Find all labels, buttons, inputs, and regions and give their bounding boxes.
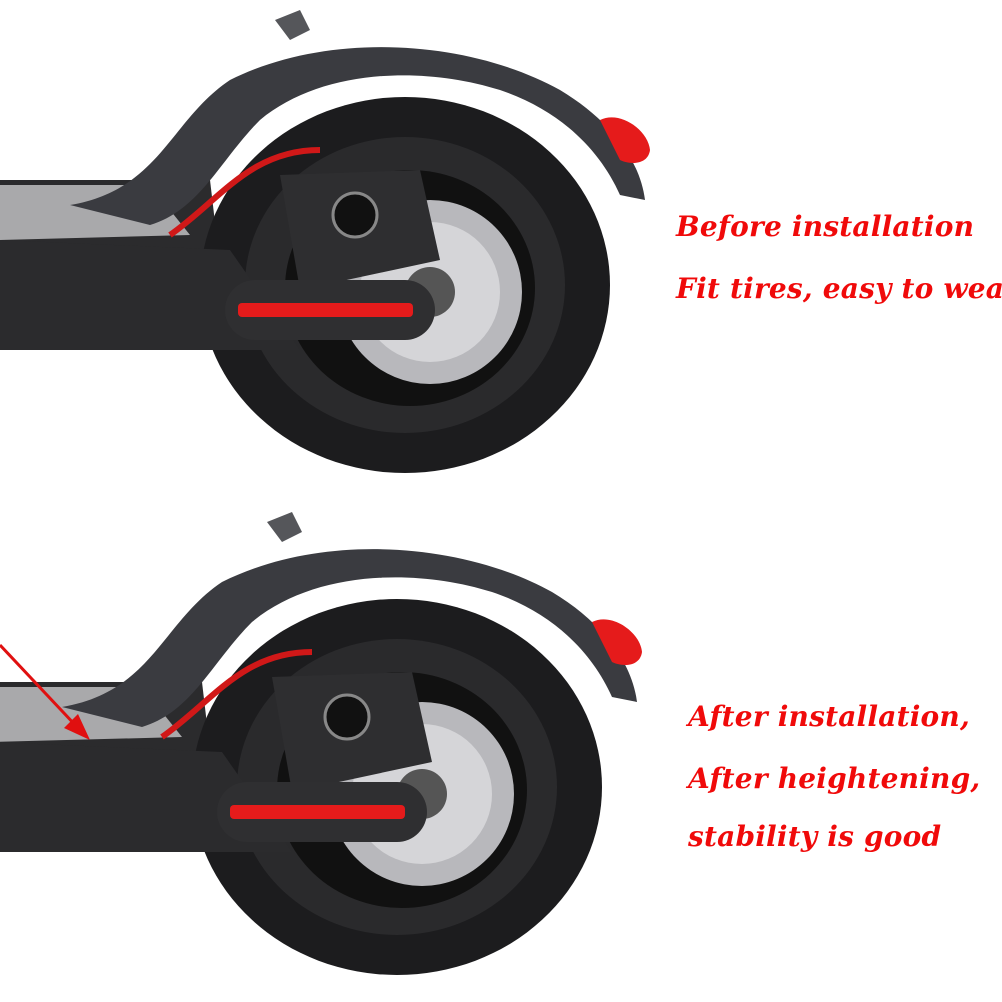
scooter-before [0, 10, 650, 473]
caption-before-title: Before installation [676, 210, 975, 243]
caption-after-title: After installation, [688, 700, 970, 733]
caption-after-heightening: After heightening, [688, 762, 981, 795]
caption-after-stability: stability is good [688, 820, 942, 853]
spacer-arrow [0, 643, 90, 740]
caption-before-detail: Fit tires, easy to wear [676, 272, 1002, 305]
scooter-after [0, 512, 642, 975]
